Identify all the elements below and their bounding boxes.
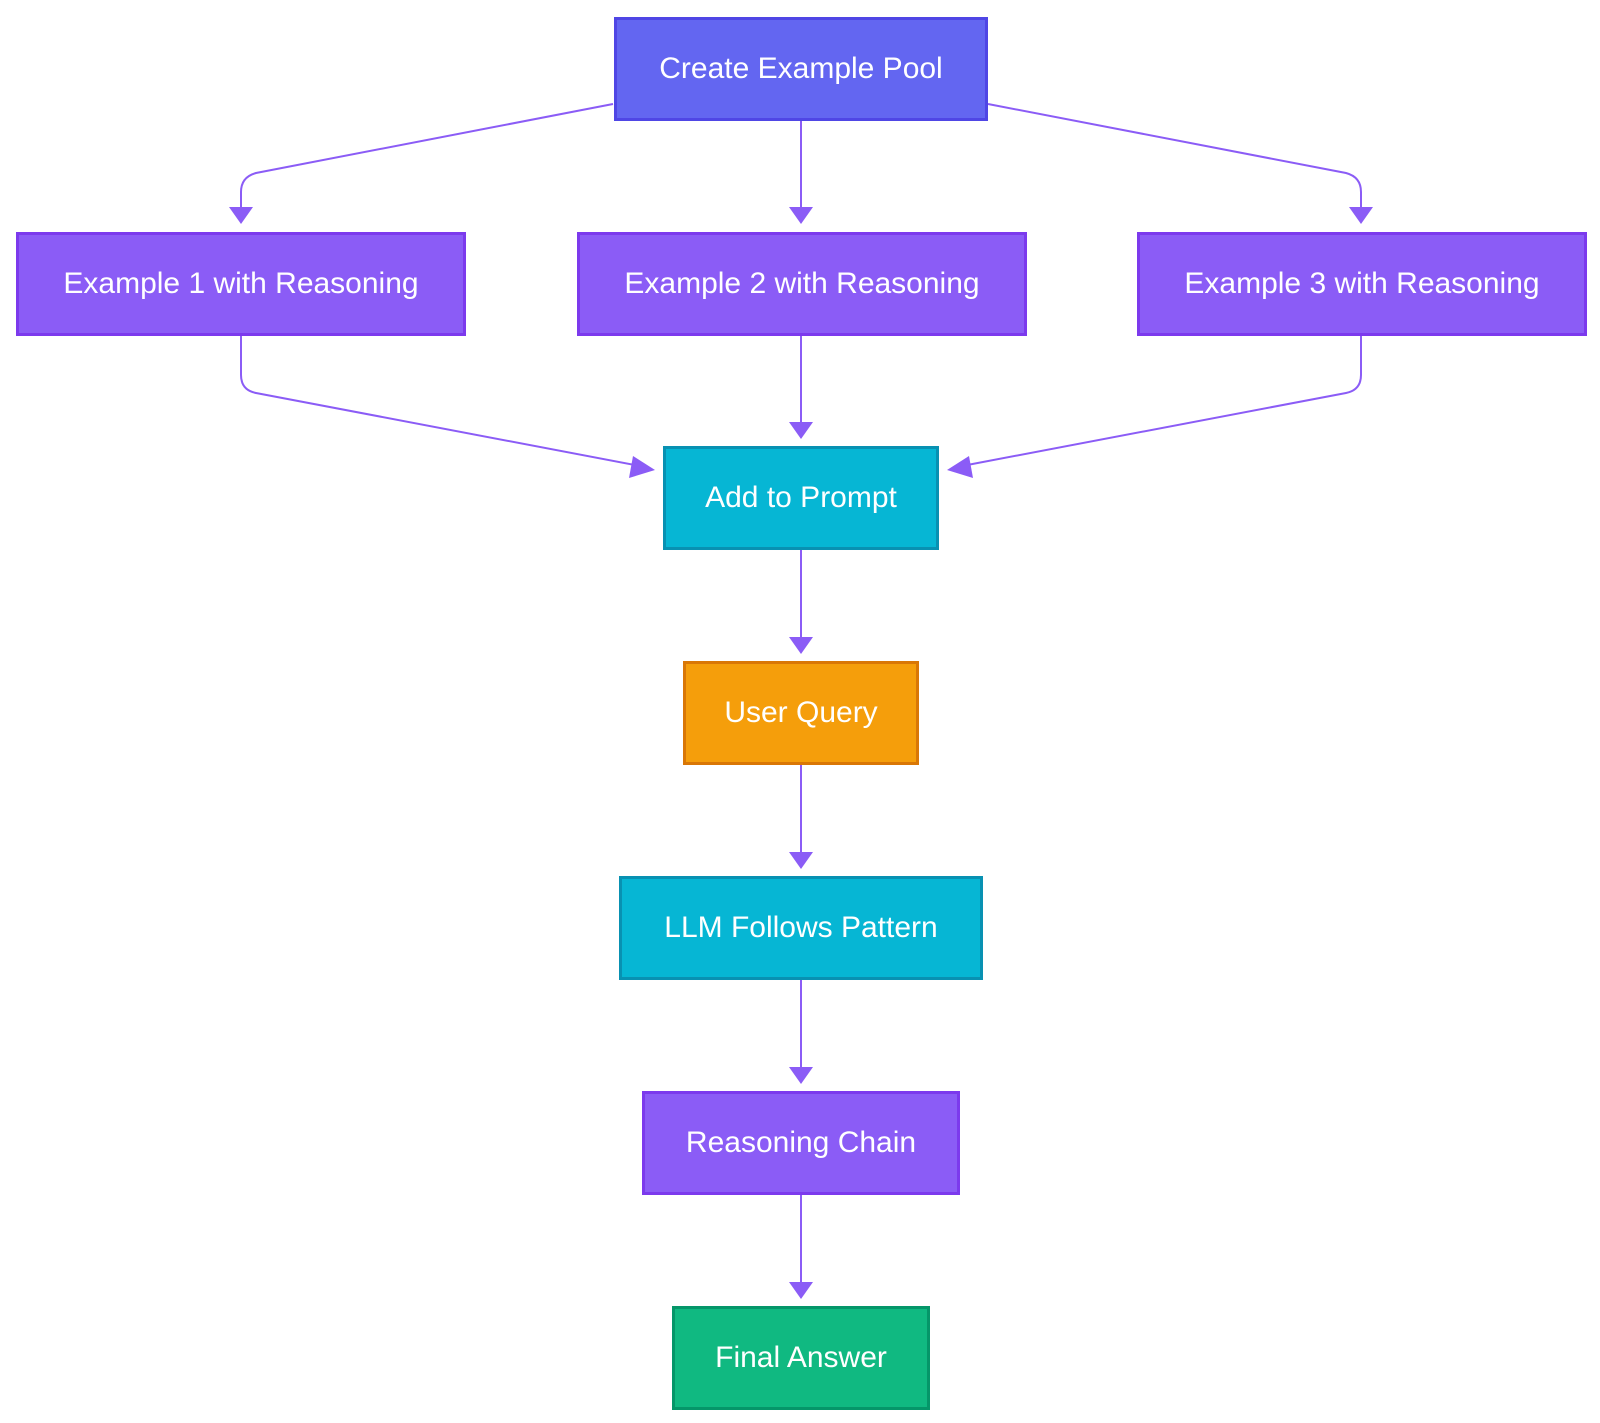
arrowhead [789,1067,813,1084]
node-example-3-with-reasoning: Example 3 with Reasoning [1137,232,1587,336]
node-label: Create Example Pool [659,52,943,85]
node-llm-follows-pattern: LLM Follows Pattern [619,876,983,980]
node-reasoning-chain: Reasoning Chain [642,1091,960,1195]
node-user-query: User Query [683,661,919,765]
edge-query-to-llm [789,765,813,869]
arrowhead [789,1282,813,1299]
node-label: Add to Prompt [705,481,897,514]
edge-llm-to-chain [789,980,813,1084]
node-label: Final Answer [715,1341,887,1374]
node-final-answer: Final Answer [672,1306,930,1410]
edge-pool-to-example-3 [987,103,1373,224]
node-label: Reasoning Chain [685,1126,917,1159]
edge-example-2-to-prompt [789,336,813,439]
arrowhead [1349,207,1373,224]
edge-pool-to-example-2 [789,121,813,224]
node-label: User Query [724,696,878,729]
edge-prompt-to-query [789,550,813,654]
node-create-example-pool: Create Example Pool [614,17,988,121]
arrowhead [229,207,253,224]
arrowhead [789,637,813,654]
node-example-2-with-reasoning: Example 2 with Reasoning [577,232,1027,336]
node-label: Example 3 with Reasoning [1184,267,1540,300]
arrowhead [789,207,813,224]
edge-example-3-to-prompt [947,336,1362,478]
node-example-1-with-reasoning: Example 1 with Reasoning [16,232,466,336]
edge-chain-to-answer [789,1195,813,1299]
arrowhead [789,852,813,869]
node-label: Example 2 with Reasoning [624,267,980,300]
edge-example-1-to-prompt [240,336,655,478]
arrowhead [629,456,655,478]
arrowhead [947,456,973,478]
edge-pool-to-example-1 [229,103,614,224]
arrowhead [789,422,813,439]
node-label: LLM Follows Pattern [664,911,938,944]
node-add-to-prompt: Add to Prompt [663,446,939,550]
node-label: Example 1 with Reasoning [63,267,419,300]
